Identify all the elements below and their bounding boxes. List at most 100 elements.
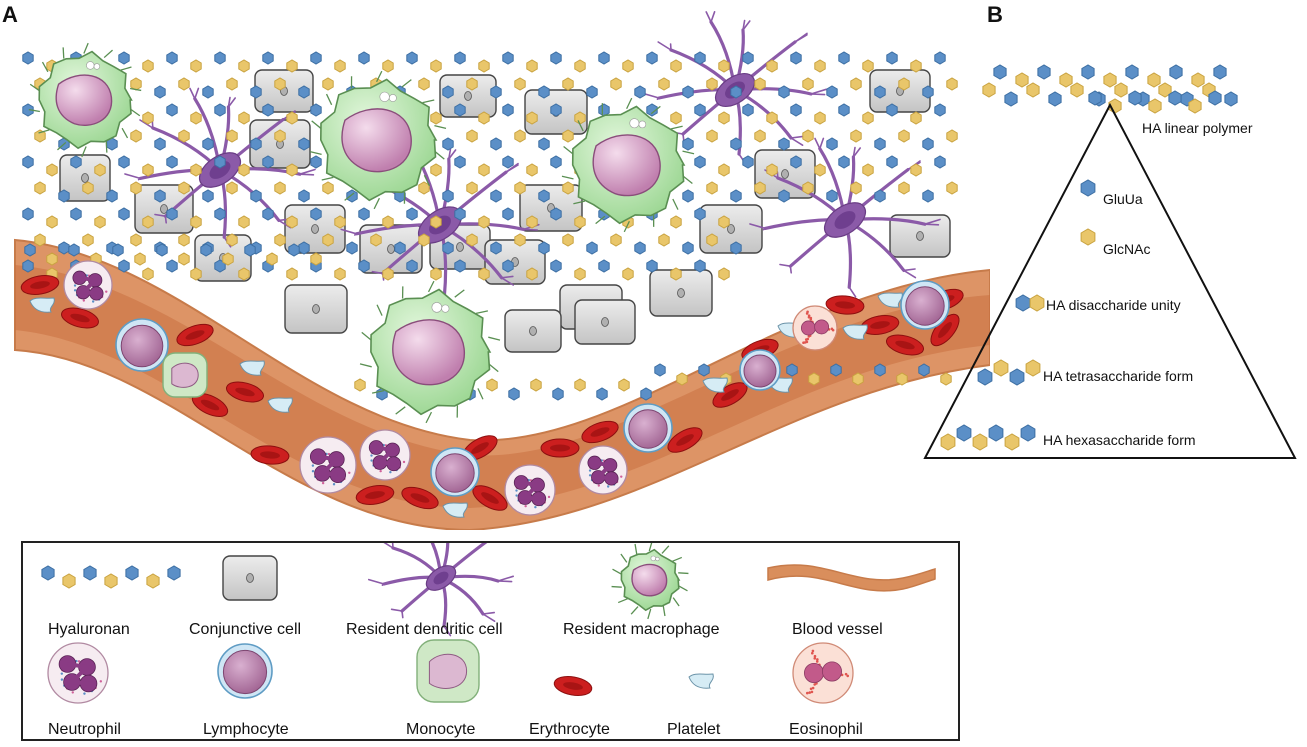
glcua-hexagon (886, 103, 898, 117)
glcua-hexagon (1088, 90, 1102, 106)
glcua-hexagon (24, 243, 36, 257)
glcua-hexagon (262, 155, 274, 169)
glcnac-hexagon (526, 59, 538, 73)
glcnac-hexagon (62, 573, 76, 589)
glcnac-hexagon (334, 215, 346, 229)
glcua-hexagon (634, 85, 646, 99)
glcua-hexagon (298, 189, 310, 203)
erythrocyte (886, 334, 924, 356)
glcnac-hexagon (896, 372, 908, 386)
glcua-hexagon (358, 51, 370, 65)
glcua-hexagon (830, 363, 842, 377)
legend-platelet-label: Platelet (667, 721, 721, 738)
glcnac-hexagon (430, 215, 442, 229)
glcua-hexagon (826, 137, 838, 151)
glcnac-hexagon (418, 181, 430, 195)
glcua-hexagon (346, 189, 358, 203)
conjunctive-cell (284, 284, 348, 334)
glcua-hexagon (394, 241, 406, 255)
glcua-hexagon (58, 241, 70, 255)
glcua-hexagon (1037, 64, 1051, 80)
glcnac-hexagon (130, 233, 142, 247)
glcnac-hexagon (574, 267, 586, 281)
glcnac-hexagon (1080, 228, 1096, 246)
glcnac-hexagon (286, 267, 298, 281)
glcua-hexagon (262, 103, 274, 117)
glcnac-hexagon (706, 129, 718, 143)
glcnac-hexagon (34, 181, 46, 195)
ha-forms-panel: HA linear polymer GluUa GlcNAc HA disacc… (915, 50, 1307, 470)
glcnac-hexagon (946, 181, 958, 195)
erythrocyte (20, 275, 60, 295)
glcua-hexagon (166, 155, 178, 169)
glcnac-hexagon (286, 215, 298, 229)
glcua-hexagon (838, 103, 850, 117)
glcnac-hexagon (1103, 72, 1117, 88)
glcua-hexagon (538, 189, 550, 203)
glcua-hexagon (826, 85, 838, 99)
glcnac-hexagon (910, 111, 922, 125)
glcua-hexagon (682, 85, 694, 99)
glcnac-hexagon (910, 59, 922, 73)
glcnac-hexagon (1147, 72, 1161, 88)
glcnac-hexagon (226, 233, 238, 247)
glcua-hexagon (694, 103, 706, 117)
glcnac-hexagon (562, 181, 574, 195)
glcnac-hexagon (766, 111, 778, 125)
glcnac-hexagon (466, 233, 478, 247)
glcua-hexagon (262, 51, 274, 65)
glcnac-hexagon (754, 77, 766, 91)
glcua-hexagon (406, 259, 418, 273)
glcnac-hexagon (430, 267, 442, 281)
glcua-hexagon (918, 363, 930, 377)
glcnac-hexagon (766, 59, 778, 73)
glcua-hexagon (22, 207, 34, 221)
glcua-hexagon (694, 259, 706, 273)
glcua-hexagon (1213, 64, 1227, 80)
glcua-hexagon (41, 565, 55, 581)
conjunctive-cell (574, 299, 636, 345)
glcnac-hexagon (478, 59, 490, 73)
glcnac-hexagon (802, 77, 814, 91)
glcua-hexagon (790, 103, 802, 117)
erythrocyte (355, 485, 395, 505)
glcua-hexagon (358, 259, 370, 273)
glcua-hexagon (154, 85, 166, 99)
glcua-hexagon (502, 207, 514, 221)
macrophage (611, 543, 689, 620)
conjunctive-cell (504, 309, 562, 353)
glcnac-hexagon (1070, 82, 1084, 98)
glcnac-hexagon (322, 77, 334, 91)
erythrocyte (250, 445, 290, 465)
glcnac-hexagon (530, 378, 542, 392)
glcua-hexagon (310, 51, 322, 65)
legend-eosinophil-label: Eosinophil (789, 721, 863, 738)
lymphocyte (115, 318, 169, 372)
glcua-hexagon (454, 103, 466, 117)
glcua-hexagon (826, 189, 838, 203)
dendritic-cell (749, 137, 941, 298)
glcua-hexagon (22, 259, 34, 273)
glcua-hexagon (730, 241, 742, 255)
glcnac-hexagon (610, 233, 622, 247)
glcua-hexagon (502, 155, 514, 169)
glcua-hexagon (118, 207, 130, 221)
ha-linear-polymer-label: HA linear polymer (1142, 120, 1253, 136)
glcua-hexagon (454, 155, 466, 169)
glcua-hexagon (838, 155, 850, 169)
glcnac-hexagon (562, 233, 574, 247)
disaccharide-label: HA disaccharide unity (1046, 297, 1181, 313)
glcua-hexagon (598, 51, 610, 65)
glcnac-hexagon (898, 77, 910, 91)
glcua-hexagon (166, 103, 178, 117)
glcnac-hexagon (178, 252, 190, 266)
conjunctive-cell (889, 214, 951, 258)
glcua-hexagon (634, 241, 646, 255)
glcua-hexagon (166, 51, 178, 65)
glcua-hexagon (214, 51, 226, 65)
glcnac-hexagon (130, 181, 142, 195)
glcnac-hexagon (706, 181, 718, 195)
glcua-hexagon (886, 155, 898, 169)
glcua-hexagon (406, 51, 418, 65)
glcua-hexagon (310, 155, 322, 169)
